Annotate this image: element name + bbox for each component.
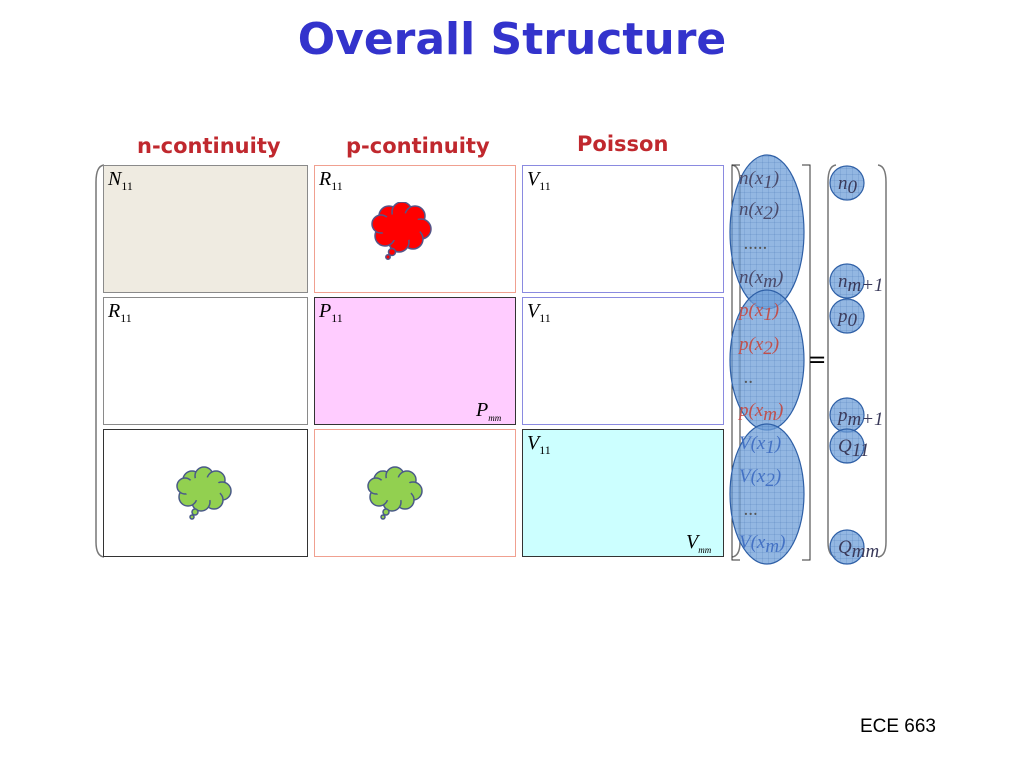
rhs-entry: pm+1	[836, 405, 884, 430]
block-p-continuity-r1: R11	[314, 165, 516, 293]
block-p-continuity-r3	[314, 429, 516, 557]
block-n-continuity-r3	[103, 429, 308, 557]
block-n-continuity-r2: R11	[103, 297, 308, 425]
block-label: R11	[319, 168, 343, 193]
block-p-continuity-r2: P11 Pmm	[314, 297, 516, 425]
block-poisson-r3: V11 Vmm	[522, 429, 724, 557]
block-poisson-r1: V11	[522, 165, 724, 293]
block-label: V11	[527, 300, 551, 325]
equals-sign: =	[808, 348, 827, 373]
red-cloud-icon	[371, 202, 432, 260]
block-n-continuity-r1: N11	[103, 165, 308, 293]
ellipse-grid	[730, 424, 804, 564]
block-label: N11	[108, 168, 133, 193]
vector-entry-n: n(x2)	[739, 199, 779, 224]
block-corner-label: Vmm	[686, 531, 712, 555]
vector-entry-n: n(xm)	[739, 267, 783, 292]
vector-entry-p: p(xm)	[737, 400, 783, 425]
footer-label: ECE 663	[859, 716, 936, 737]
rhs-entry: Q11	[838, 436, 869, 461]
rhs-circle-grid	[830, 398, 864, 432]
rhs-circle-grid	[830, 530, 864, 564]
vector-entry-V: V(x2)	[739, 466, 781, 491]
rhs-circle-grid	[830, 299, 864, 333]
rhs-circle-grid	[830, 166, 864, 200]
green-cloud-icon	[367, 466, 423, 520]
column-header-poisson: Poisson	[577, 132, 669, 156]
block-label: V11	[527, 432, 551, 457]
block-poisson-r2: V11	[522, 297, 724, 425]
vector-entry-V: V(xm)	[739, 532, 785, 557]
vector-entry-V: V(x1)	[739, 433, 781, 458]
page-title: Overall Structure	[297, 14, 727, 65]
ellipse-grid	[730, 155, 804, 309]
rhs-entry: p0	[836, 306, 858, 331]
vector-entry-p: p(x1)	[737, 300, 779, 325]
vector-entry-dots: ...	[744, 499, 758, 520]
block-label: V11	[527, 168, 551, 193]
vector-entry-p: p(x2)	[737, 334, 779, 359]
block-label: R11	[108, 300, 132, 325]
vector-entry-dots: ..	[744, 367, 754, 388]
block-label: P11	[319, 300, 343, 325]
column-header-p-continuity: p-continuity	[346, 134, 490, 158]
rhs-entry: Qmm	[838, 537, 879, 562]
block-corner-label: Pmm	[476, 399, 502, 423]
rhs-circle-grid	[830, 429, 864, 463]
rhs-entry: nm+1	[838, 271, 884, 296]
column-header-n-continuity: n-continuity	[137, 134, 281, 158]
green-cloud-icon	[176, 466, 232, 520]
rhs-circle-grid	[830, 264, 864, 298]
rhs-entry: n0	[838, 173, 858, 198]
vector-entry-dots: .....	[744, 233, 768, 254]
ellipse-grid	[730, 290, 804, 430]
vector-entry-n: n(x1)	[739, 168, 779, 193]
